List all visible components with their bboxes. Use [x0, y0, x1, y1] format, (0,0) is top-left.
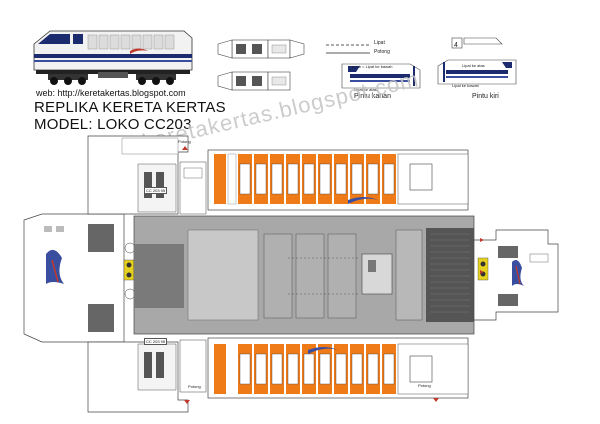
side-number-bottom: CC 203 95	[144, 338, 168, 345]
page-number: 4	[454, 42, 458, 49]
front-cab-end	[23, 213, 136, 343]
cut-label-bottom-left: Potong	[188, 384, 201, 389]
cut-label-bottom-right: Potong	[418, 383, 431, 388]
right-door-part	[341, 63, 421, 89]
pintu-kanan-label: Pintu kanan	[354, 93, 391, 100]
lower-side-panel	[87, 337, 469, 413]
left-door-fold-up: Lipat ke atas	[462, 63, 485, 68]
right-door-fold-rule: a = b = Lipat ke bawah	[352, 64, 393, 69]
upper-side-panel	[87, 135, 469, 215]
right-door-fold-up: Lipat ke atas	[354, 87, 377, 92]
pintu-kiri-label: Pintu kiri	[472, 93, 499, 100]
side-number-top: CC 203 95	[144, 187, 168, 194]
title-line-2: MODEL: LOKO CC203	[34, 116, 192, 133]
cut-label-top-left: Potong	[178, 139, 191, 144]
title-line-1: REPLIKA KERETA KERTAS	[34, 99, 226, 116]
legend-potong: Potong	[374, 49, 390, 55]
roof-center	[133, 215, 475, 335]
left-door-part	[437, 37, 517, 85]
locomotive-illustration	[33, 30, 193, 85]
roof-part	[217, 39, 305, 91]
line-legend	[326, 44, 370, 54]
left-door-fold-down: Lipat ke bawah	[452, 83, 479, 88]
legend-lipat: Lipat	[374, 40, 385, 46]
rear-cab-end	[473, 229, 559, 321]
main-body-template	[23, 135, 559, 413]
website-line: web: http://keretakertas.blogspot.com	[36, 88, 186, 98]
